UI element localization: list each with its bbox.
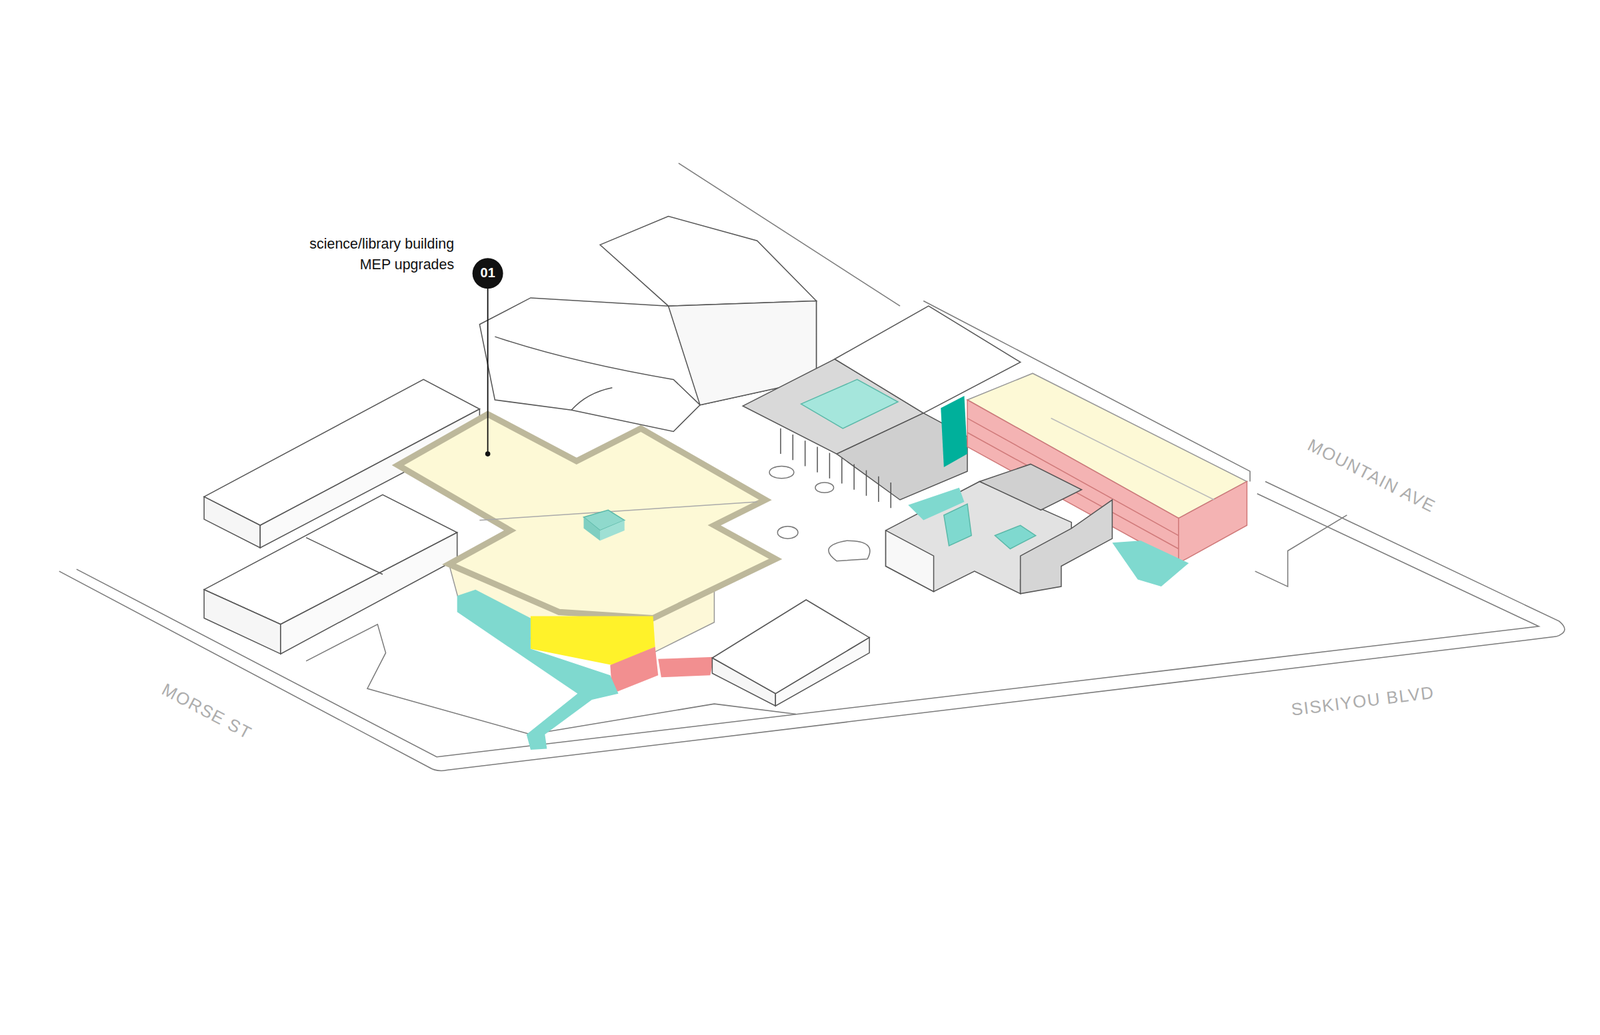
callout-text: science/library building MEP upgrades bbox=[275, 234, 454, 275]
callout-number: 01 bbox=[472, 258, 504, 289]
street-name: MORSE ST bbox=[157, 680, 254, 745]
street-name: SISKIYOU BLVD bbox=[1289, 683, 1435, 722]
street-name: MOUNTAIN AVE bbox=[1304, 435, 1439, 518]
